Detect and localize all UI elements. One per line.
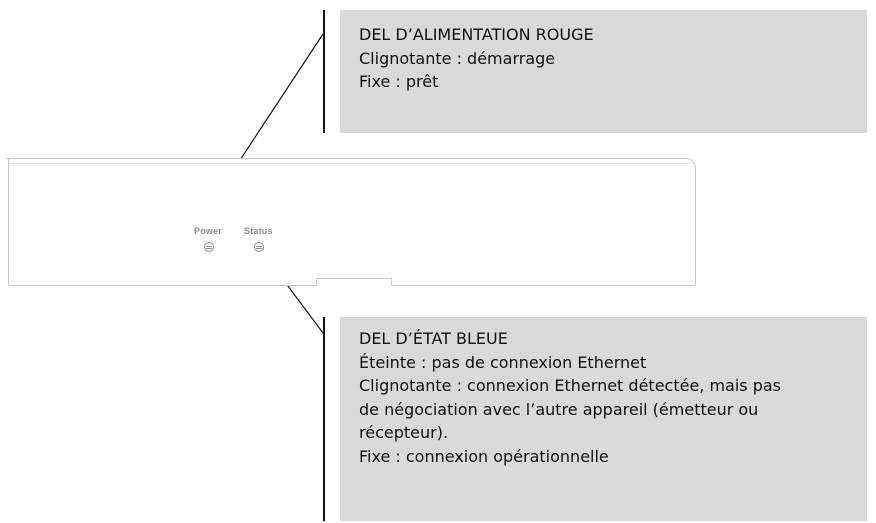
status-callout-line: Clignotante : connexion Ethernet détecté… <box>359 376 782 395</box>
power-led-icon <box>204 242 214 252</box>
status-callout-line: Fixe : connexion opérationnelle <box>359 446 609 466</box>
status-led-callout: DEL D’ÉTAT BLEUE Éteinte : pas de connex… <box>340 317 867 521</box>
power-led-callout: DEL D’ALIMENTATION ROUGE Clignotante : d… <box>340 10 867 133</box>
status-led-icon <box>254 242 264 252</box>
device-top-edge <box>9 159 695 164</box>
status-callout-title: DEL D’ÉTAT BLEUE <box>359 329 508 348</box>
status-callout-bar <box>323 317 325 521</box>
power-callout-bar <box>323 10 325 133</box>
power-callout-line: Clignotante : démarrage <box>359 48 556 68</box>
device-front-panel: Power Status <box>8 158 696 286</box>
status-led-label: Status <box>244 226 273 236</box>
power-callout-title: DEL D’ALIMENTATION ROUGE <box>359 25 594 44</box>
power-led-label: Power <box>194 226 223 236</box>
power-callout-line: Fixe : prêt <box>359 72 439 91</box>
status-callout-line: récepteur). <box>359 423 449 442</box>
status-callout-line: Éteinte : pas de connexion Ethernet <box>359 352 647 372</box>
status-callout-line: de négociation avec l’autre appareil (ém… <box>359 399 759 419</box>
device-bottom-tab <box>316 278 392 286</box>
